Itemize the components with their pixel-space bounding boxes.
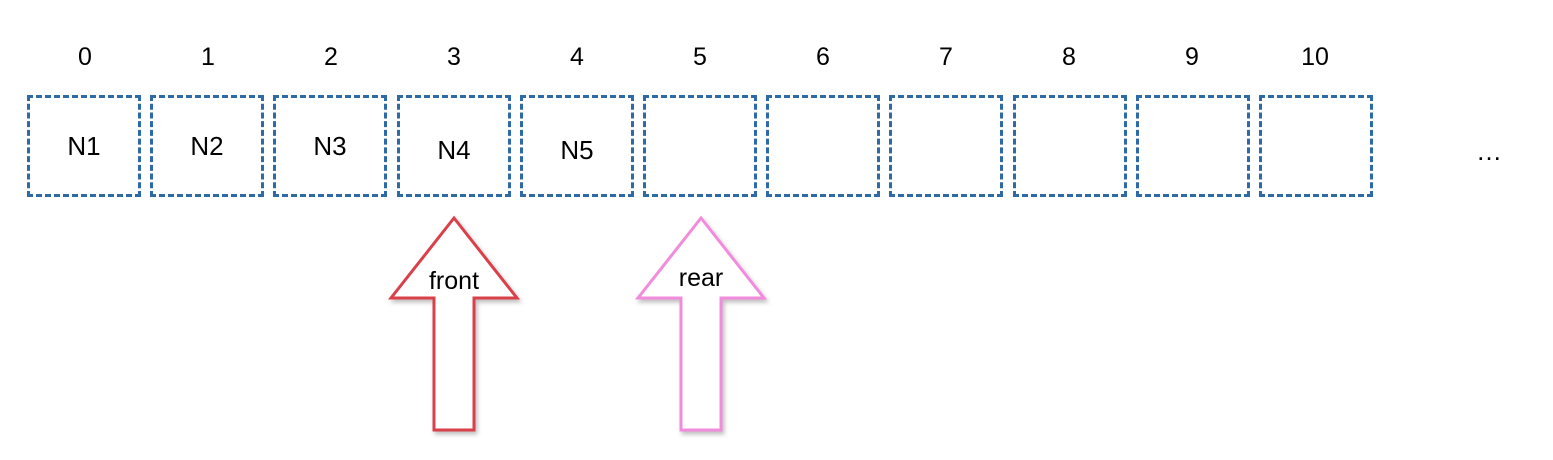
array-cell (1013, 95, 1127, 197)
index-label: 10 (1301, 43, 1329, 71)
cell-value: N5 (560, 134, 594, 165)
array-cell (889, 95, 1003, 197)
index-label: 7 (939, 43, 953, 71)
rear-pointer-arrow: rear (634, 215, 768, 432)
array-cell: N3 (273, 95, 387, 197)
rear-arrow-shape (634, 215, 768, 432)
array-cell (643, 95, 757, 197)
cell-value: N4 (437, 134, 471, 165)
cell-value: N2 (190, 130, 224, 161)
index-label: 2 (324, 43, 338, 71)
cell-value: N1 (67, 130, 101, 161)
index-label: 9 (1185, 43, 1199, 71)
ellipsis-text: … (1476, 136, 1502, 166)
index-label: 0 (78, 43, 92, 71)
index-label: 6 (816, 43, 830, 71)
index-label: 1 (201, 43, 215, 71)
index-label: 3 (447, 43, 461, 71)
front-pointer-label: front (429, 267, 479, 295)
rear-pointer-label: rear (679, 264, 723, 292)
cell-value: N3 (313, 130, 347, 161)
array-cell (1259, 95, 1373, 197)
index-label: 4 (570, 43, 584, 71)
array-cell: N2 (150, 95, 264, 197)
front-pointer-arrow: front (387, 215, 521, 432)
array-cell (766, 95, 880, 197)
index-label: 8 (1062, 43, 1076, 71)
array-cell: N5 (520, 95, 634, 197)
array-cell: N4 (397, 95, 511, 197)
index-label: 5 (693, 43, 707, 71)
front-arrow-shape (387, 215, 521, 432)
array-cell: N1 (27, 95, 141, 197)
array-cell (1136, 95, 1250, 197)
